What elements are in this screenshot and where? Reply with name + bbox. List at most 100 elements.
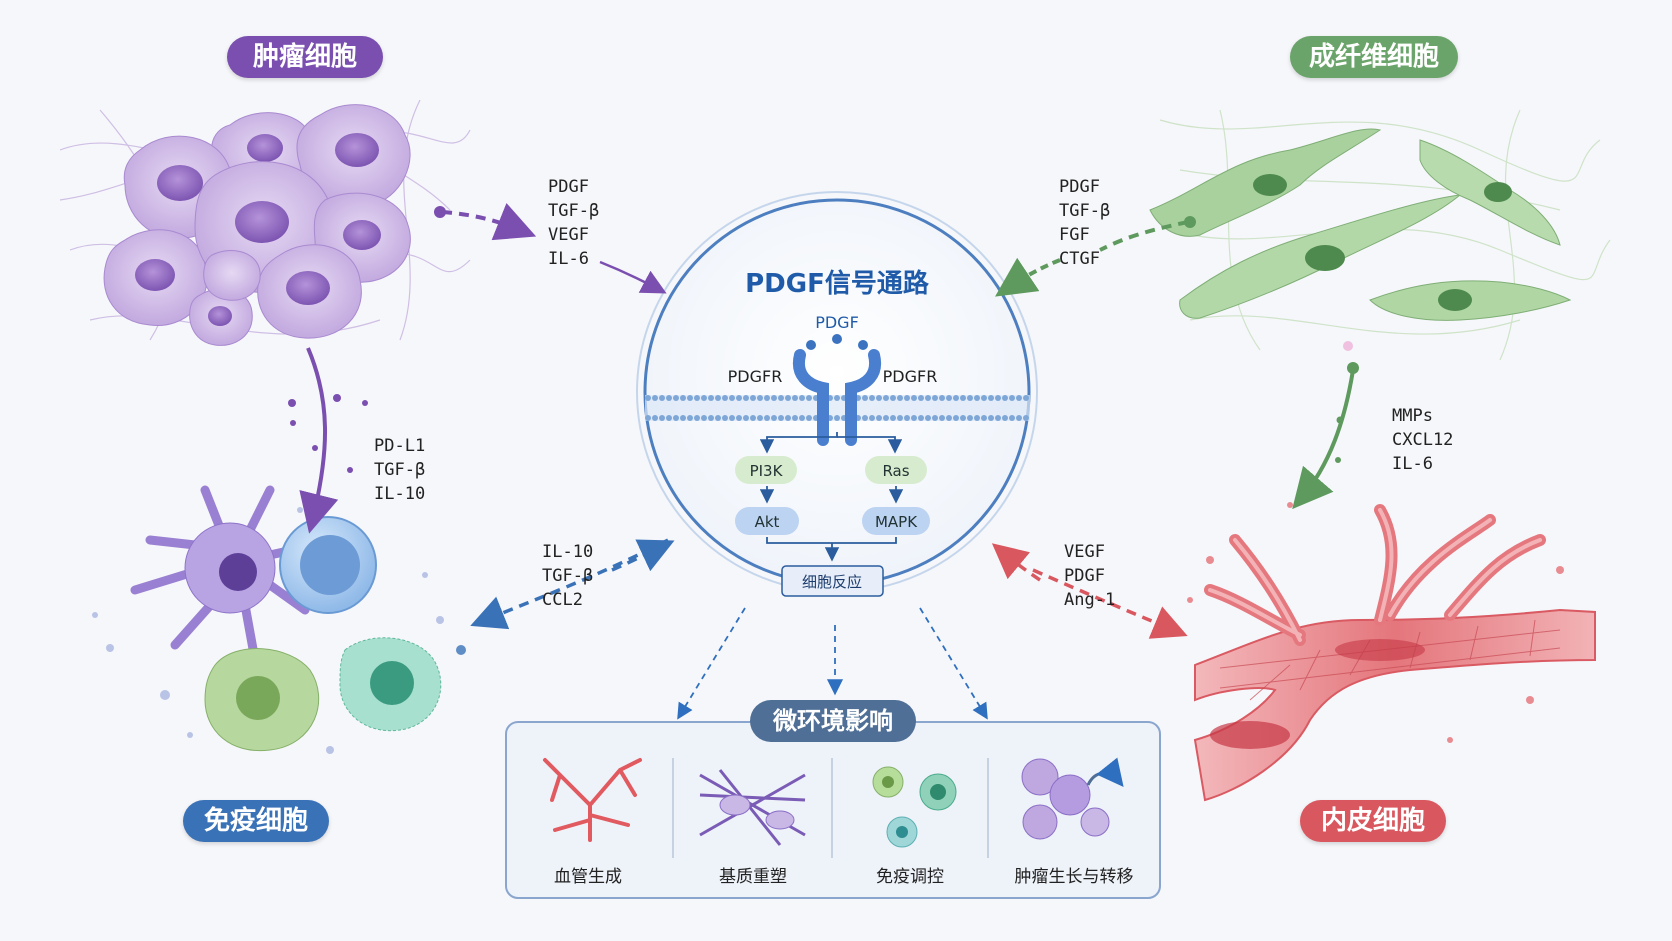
membrane-lipid bbox=[687, 415, 693, 421]
tumor-cell-cluster bbox=[59, 99, 471, 346]
membrane-lipid bbox=[694, 415, 700, 421]
t-cell bbox=[339, 637, 442, 732]
membrane-lipid bbox=[939, 395, 945, 401]
membrane-lipid bbox=[911, 415, 917, 421]
membrane-lipid bbox=[904, 415, 910, 421]
membrane-lipid bbox=[953, 415, 959, 421]
membrane-lipid bbox=[722, 395, 728, 401]
membrane-lipid bbox=[862, 415, 868, 421]
membrane-lipid bbox=[757, 415, 763, 421]
membrane-lipid bbox=[974, 415, 980, 421]
tumor-cell-label: 肿瘤细胞 bbox=[227, 36, 383, 78]
membrane-lipid bbox=[932, 395, 938, 401]
membrane-lipid bbox=[869, 415, 875, 421]
membrane-lipid bbox=[932, 415, 938, 421]
arrow-down-right bbox=[919, 607, 988, 720]
membrane-lipid bbox=[687, 395, 693, 401]
membrane-lipid bbox=[946, 395, 952, 401]
membrane-lipid bbox=[785, 415, 791, 421]
membrane-lipid bbox=[890, 415, 896, 421]
membrane-lipid bbox=[750, 415, 756, 421]
membrane-lipid bbox=[659, 395, 665, 401]
membrane-lipid bbox=[771, 415, 777, 421]
arrow-fibroblast-to-center bbox=[995, 257, 1061, 297]
membrane-lipid bbox=[680, 415, 686, 421]
ras-node: Ras bbox=[865, 456, 927, 484]
membrane-lipid bbox=[904, 395, 910, 401]
membrane-lipid bbox=[995, 415, 1001, 421]
membrane-lipid bbox=[666, 395, 672, 401]
membrane-lipid bbox=[974, 395, 980, 401]
pathway-panel: PDGF信号通路 PDGF PDGFR PDGFR PI3K Ras bbox=[636, 191, 1038, 597]
receptor-left-label: PDGFR bbox=[728, 367, 783, 386]
tumor-growth-metastasis-icon bbox=[1021, 757, 1124, 840]
b-cell bbox=[279, 516, 377, 614]
pdgf-ligand-dots bbox=[806, 334, 868, 350]
membrane-lipid bbox=[1002, 395, 1008, 401]
angiogenesis-icon bbox=[543, 758, 642, 842]
pathway-title: PDGF信号通路 bbox=[745, 268, 930, 299]
cell-membrane bbox=[645, 395, 1030, 421]
membrane-lipid bbox=[736, 415, 742, 421]
membrane-lipid bbox=[883, 395, 889, 401]
ligand-label: PDGF bbox=[815, 313, 859, 332]
membrane-lipid bbox=[960, 415, 966, 421]
effect-label-tumor-growth: 肿瘤生长与转移 bbox=[1015, 867, 1134, 887]
membrane-lipid bbox=[862, 395, 868, 401]
arrow-immune-to-center bbox=[611, 539, 675, 572]
membrane-lipid bbox=[785, 395, 791, 401]
pi3k-node: PI3K bbox=[735, 456, 797, 484]
membrane-lipid bbox=[792, 415, 798, 421]
effect-label-matrix: 基质重塑 bbox=[719, 867, 787, 887]
akt-node: Akt bbox=[735, 507, 799, 535]
membrane-lipid bbox=[876, 415, 882, 421]
membrane-lipid bbox=[771, 395, 777, 401]
arrow-down-left bbox=[677, 607, 746, 720]
arrow-tumor-to-immune bbox=[299, 347, 339, 534]
effect-label-immune: 免疫调控 bbox=[876, 867, 944, 887]
membrane-lipid bbox=[967, 415, 973, 421]
membrane-lipid bbox=[953, 395, 959, 401]
membrane-lipid bbox=[645, 395, 651, 401]
effects-title: 微环境影响 bbox=[772, 707, 893, 735]
membrane-lipid bbox=[743, 395, 749, 401]
svg-text:MAPK: MAPK bbox=[875, 513, 918, 531]
membrane-lipid bbox=[799, 415, 805, 421]
effects-panel: 微环境影响 血管生成 基质重塑 免疫调控 肿瘤生长与转 bbox=[505, 700, 1161, 899]
membrane-lipid bbox=[1016, 395, 1022, 401]
immune-cell-label: 免疫细胞 bbox=[183, 800, 329, 842]
endothelial-cell-label: 内皮细胞 bbox=[1300, 800, 1446, 842]
membrane-lipid bbox=[680, 395, 686, 401]
membrane-lipid bbox=[729, 415, 735, 421]
membrane-lipid bbox=[659, 415, 665, 421]
membrane-lipid bbox=[694, 395, 700, 401]
membrane-lipid bbox=[890, 395, 896, 401]
arrow-tumor-to-center bbox=[599, 260, 667, 294]
membrane-lipid bbox=[673, 395, 679, 401]
membrane-lipid bbox=[715, 415, 721, 421]
membrane-lipid bbox=[911, 395, 917, 401]
immune-cell-cluster bbox=[92, 485, 444, 754]
matrix-remodeling-icon bbox=[699, 769, 806, 846]
membrane-lipid bbox=[701, 415, 707, 421]
pdgfr-receptor bbox=[792, 349, 882, 446]
membrane-lipid bbox=[988, 415, 994, 421]
membrane-lipid bbox=[778, 395, 784, 401]
membrane-lipid bbox=[834, 415, 840, 421]
membrane-lipid bbox=[799, 395, 805, 401]
membrane-lipid bbox=[960, 395, 966, 401]
membrane-lipid bbox=[1023, 415, 1029, 421]
membrane-lipid bbox=[750, 395, 756, 401]
membrane-lipid bbox=[946, 415, 952, 421]
membrane-lipid bbox=[652, 415, 658, 421]
membrane-lipid bbox=[1009, 395, 1015, 401]
membrane-lipid bbox=[925, 395, 931, 401]
arrow-center-to-endothelial bbox=[1032, 568, 1188, 639]
membrane-lipid bbox=[701, 395, 707, 401]
